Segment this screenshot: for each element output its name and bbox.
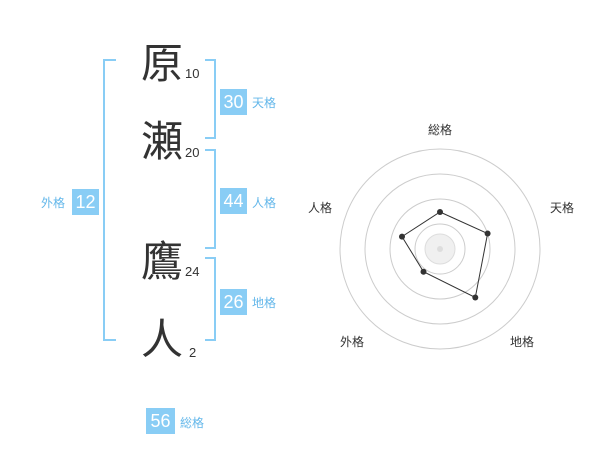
radar-label-soukaku: 総格 [428, 123, 453, 137]
tenkaku-bracket [205, 59, 216, 139]
soukaku-value: 56 [146, 408, 175, 434]
soukaku-label: 総格 [180, 416, 205, 430]
radar-ring [389, 198, 491, 300]
gaikaku-value: 12 [72, 189, 99, 215]
radar-point-3 [472, 294, 479, 301]
radar-ring [364, 173, 516, 325]
chikaku-value: 26 [220, 289, 247, 315]
chikaku-label: 地格 [252, 296, 277, 310]
name-char-2: 瀬 [141, 117, 184, 166]
radar-label-gaikaku: 外格 [340, 335, 365, 349]
stroke-count-1: 10 [185, 66, 200, 81]
gaikaku-bracket [103, 59, 116, 341]
stroke-count-3: 24 [185, 264, 200, 279]
gaikaku-label: 外格 [41, 196, 66, 210]
radar-center-dot [437, 246, 443, 252]
stroke-count-2: 20 [185, 145, 200, 160]
name-char-3: 鷹 [141, 237, 184, 286]
radar-series-shape [401, 211, 489, 299]
radar-point-5 [399, 233, 405, 240]
jinkaku-label: 人格 [252, 196, 277, 210]
radar-ring [414, 223, 466, 275]
radar-ring [339, 148, 541, 350]
name-char-4: 人 [141, 315, 184, 364]
radar-label-tenkaku: 天格 [550, 201, 575, 215]
chikaku-bracket [205, 257, 216, 341]
stroke-count-4: 2 [189, 345, 197, 360]
tenkaku-value: 30 [220, 89, 247, 115]
name-char-1: 原 [141, 39, 184, 88]
jinkaku-bracket [205, 149, 216, 249]
radar-label-chikaku: 地格 [510, 335, 535, 349]
jinkaku-value: 44 [220, 188, 247, 214]
tenkaku-label: 天格 [252, 96, 277, 110]
radar-point-4 [420, 268, 427, 275]
radar-label-jinkaku: 人格 [308, 201, 333, 215]
radar-point-2 [484, 230, 491, 237]
radar-point-1 [437, 209, 443, 215]
